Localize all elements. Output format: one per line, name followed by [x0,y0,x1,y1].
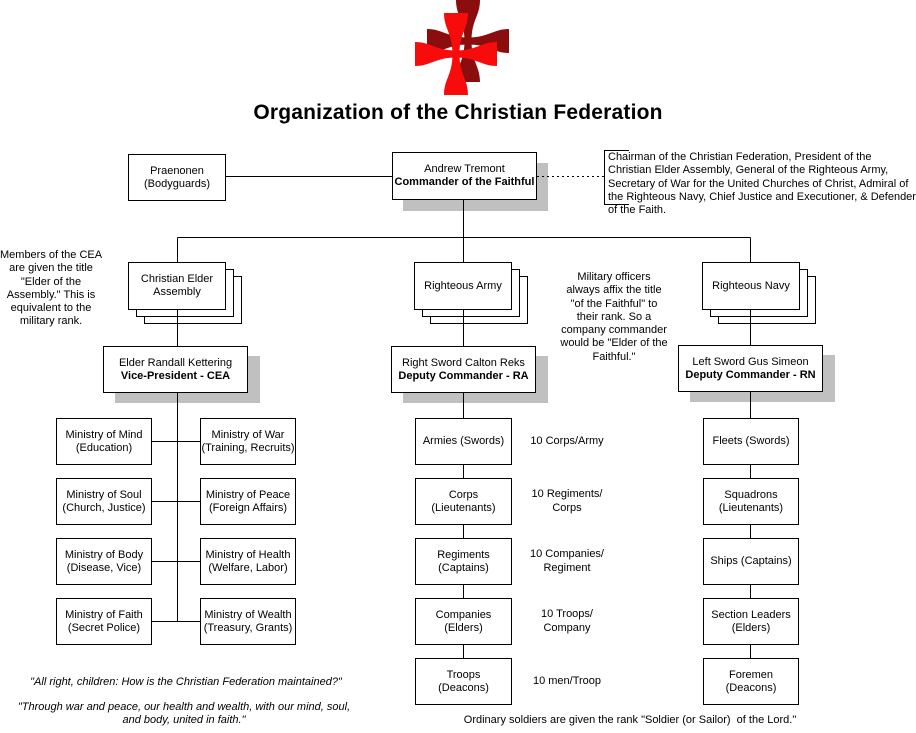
commander-name: Andrew Tremont [424,163,505,175]
box-corps: Corps (Lieutenants) [415,478,512,525]
federation-cross-icon [415,0,509,95]
cross-bright [415,13,497,95]
box-section-leaders: Section Leaders (Elders) [703,598,799,645]
note-corps-per-army: 10 Corps/Army [530,434,604,447]
box-ministry-faith: Ministry of Faith (Secret Police) [56,598,152,645]
box-ministry-soul: Ministry of Soul (Church, Justice) [56,478,152,525]
note-men-per-troop: 10 men/Troop [532,674,602,687]
box-regiments: Regiments (Captains) [415,538,512,585]
box-navy-deputy: Left Sword Gus Simeon Deputy Commander -… [678,345,823,392]
page-title: Organization of the Christian Federation [253,101,663,124]
army-deputy-name: Right Sword Calton Reks [402,356,525,369]
cea-deputy-role: Vice-President - CEA [120,369,231,382]
quote-answer: "Through war and peace, our health and w… [17,701,351,727]
box-foremen: Foremen (Deacons) [703,658,799,705]
note-troops-per-company: 10 Troops/ Company [541,608,593,634]
box-praenonen: Praenonen (Bodyguards) [128,154,226,201]
box-christian-elder-assembly: Christian Elder Assembly [128,262,226,310]
box-righteous-army: Righteous Army [414,262,512,310]
commander-role: Commander of the Faithful [394,176,535,188]
officer-titles-note: Military officers always affix the title… [560,271,668,363]
box-companies: Companies (Elders) [415,598,512,645]
quote-question: "All right, children: How is the Christi… [30,676,342,688]
box-armies: Armies (Swords) [415,418,512,465]
box-ministry-wealth: Ministry of Wealth (Treasury, Grants) [200,598,296,645]
box-squadrons: Squadrons (Lieutenants) [703,478,799,525]
cross-dark [427,0,509,82]
box-troops: Troops (Deacons) [415,658,512,705]
box-army-deputy: Right Sword Calton Reks Deputy Commander… [391,346,536,393]
box-righteous-navy: Righteous Navy [702,262,800,310]
box-commander: Andrew Tremont Commander of the Faithful [392,152,537,200]
box-ministry-health: Ministry of Health (Welfare, Labor) [200,538,296,585]
titles-bracket [604,150,629,205]
box-cea-deputy: Elder Randall Kettering Vice-President -… [103,346,248,393]
box-ministry-mind: Ministry of Mind (Education) [56,418,152,465]
navy-deputy-name: Left Sword Gus Simeon [692,355,809,368]
box-ministry-war: Ministry of War (Training, Recruits) [200,418,296,465]
soldiers-rank-note: Ordinary soldiers are given the rank "So… [463,714,797,726]
box-ministry-body: Ministry of Body (Disease, Vice) [56,538,152,585]
box-ministry-peace: Ministry of Peace (Foreign Affairs) [200,478,296,525]
commander-titles-note: Chairman of the Christian Federation, Pr… [608,151,916,217]
navy-deputy-role: Deputy Commander - RN [685,368,816,381]
box-ships: Ships (Captains) [703,538,799,585]
note-regiments-per-corps: 10 Regiments/ Corps [531,488,603,514]
note-companies-per-regiment: 10 Companies/ Regiment [530,548,604,574]
army-deputy-role: Deputy Commander - RA [398,369,529,382]
cea-deputy-name: Elder Randall Kettering [118,356,233,369]
cea-membership-note: Members of the CEA are given the title "… [0,249,103,328]
box-fleets: Fleets (Swords) [703,418,799,465]
connector-line [152,176,751,658]
